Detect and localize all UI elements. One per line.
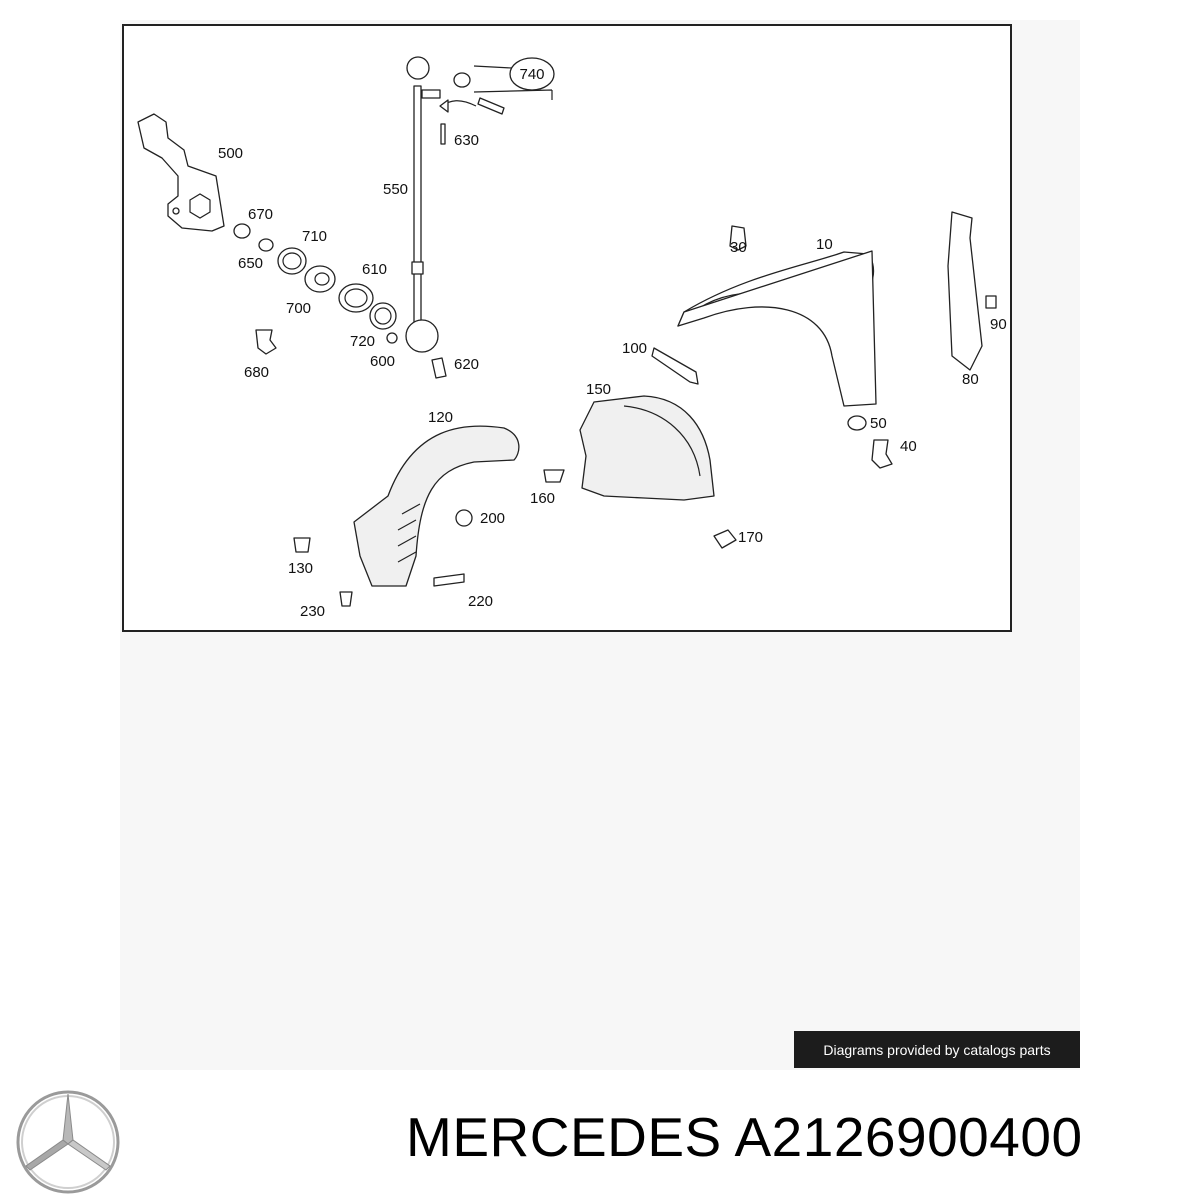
callout-740-circle bbox=[509, 57, 555, 91]
part-title: MERCEDES A2126900400 bbox=[406, 1106, 1083, 1168]
callout-80: 80 bbox=[962, 371, 979, 388]
callout-620: 620 bbox=[454, 356, 479, 373]
part-600 bbox=[386, 332, 398, 344]
clip-230 bbox=[339, 591, 353, 607]
callout-670: 670 bbox=[248, 206, 273, 223]
callout-220: 220 bbox=[468, 593, 493, 610]
callout-100: 100 bbox=[622, 340, 647, 357]
callout-680: 680 bbox=[244, 364, 269, 381]
callout-650: 650 bbox=[238, 255, 263, 272]
callout-40: 40 bbox=[900, 438, 917, 455]
mercedes-star-icon bbox=[16, 1090, 120, 1194]
bracket-500 bbox=[137, 113, 225, 232]
pin-630 bbox=[440, 123, 446, 145]
ring-720 bbox=[369, 302, 397, 330]
rod-550 bbox=[413, 85, 422, 347]
callout-200: 200 bbox=[480, 510, 505, 527]
seal-710 bbox=[277, 247, 307, 275]
callout-150: 150 bbox=[586, 381, 611, 398]
callout-90: 90 bbox=[990, 316, 1007, 333]
liner-150 bbox=[579, 395, 715, 501]
clip-30 bbox=[729, 225, 747, 251]
clip-680 bbox=[255, 329, 277, 355]
parts-diagram: 740 630 500 550 670 710 650 610 700 720 … bbox=[122, 24, 1012, 632]
liner-120 bbox=[353, 425, 520, 587]
callout-720: 720 bbox=[350, 333, 375, 350]
callout-170: 170 bbox=[738, 529, 763, 546]
part-670 bbox=[233, 223, 251, 239]
nut-50 bbox=[847, 415, 867, 431]
part-650 bbox=[258, 238, 274, 252]
grommet-200 bbox=[455, 509, 473, 527]
callout-550: 550 bbox=[383, 181, 408, 198]
callout-600: 600 bbox=[370, 353, 395, 370]
callout-610: 610 bbox=[362, 261, 387, 278]
ring-610 bbox=[338, 283, 374, 313]
callout-130: 130 bbox=[288, 560, 313, 577]
clip-130 bbox=[293, 537, 311, 553]
rod-bottom-ball bbox=[405, 319, 439, 353]
callout-710: 710 bbox=[302, 228, 327, 245]
part-700 bbox=[304, 265, 336, 293]
callout-230: 230 bbox=[300, 603, 325, 620]
spring-620 bbox=[431, 357, 447, 379]
callout-700: 700 bbox=[286, 300, 311, 317]
callout-630: 630 bbox=[454, 132, 479, 149]
strip-100 bbox=[651, 347, 699, 385]
rod-top-knob bbox=[406, 56, 430, 80]
callout-740: 740 bbox=[519, 66, 544, 83]
clip-40 bbox=[871, 439, 893, 469]
diagram-credit-badge: Diagrams provided by catalogs parts bbox=[794, 1031, 1080, 1068]
callout-160: 160 bbox=[530, 490, 555, 507]
clip-160 bbox=[543, 469, 565, 483]
pillar-80 bbox=[947, 211, 983, 371]
parts-diagram-drawing: 740 630 500 550 670 710 650 610 700 720 … bbox=[137, 56, 1007, 620]
rivet-220 bbox=[433, 573, 465, 587]
callout-120: 120 bbox=[428, 409, 453, 426]
callout-30: 30 bbox=[730, 239, 747, 256]
callout-10: 10 bbox=[816, 236, 833, 253]
bolt-90 bbox=[985, 295, 997, 309]
callout-500: 500 bbox=[218, 145, 243, 162]
callout-50: 50 bbox=[870, 415, 887, 432]
fender-10-body bbox=[677, 250, 877, 407]
clip-170 bbox=[713, 529, 737, 549]
